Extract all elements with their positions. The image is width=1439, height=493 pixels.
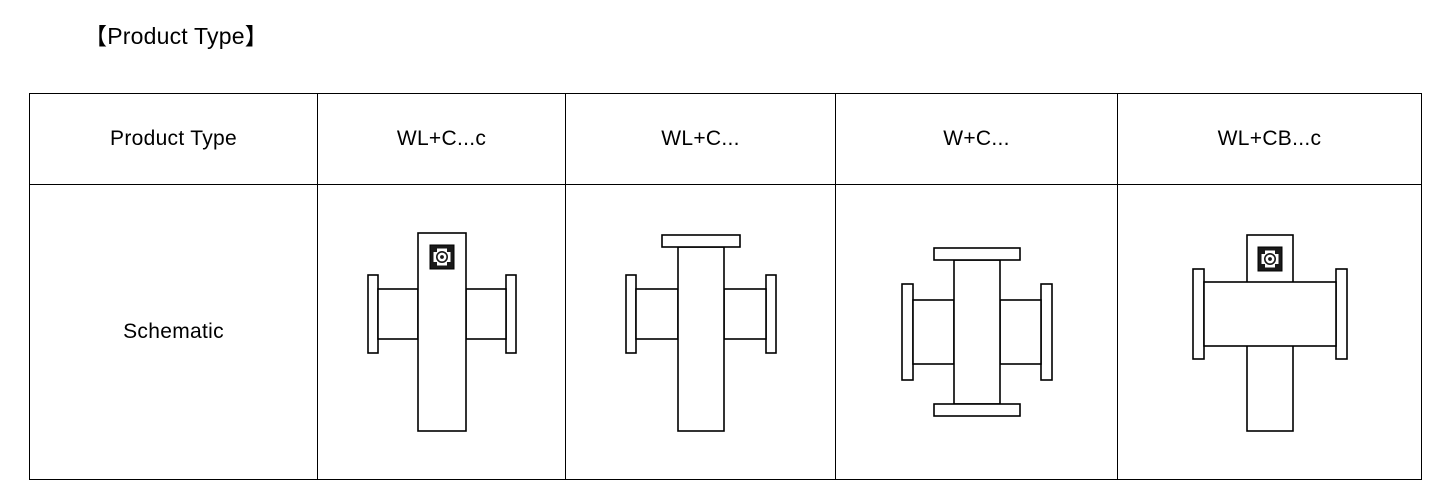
column-header-wl-c-c: WL+C...c bbox=[317, 93, 566, 185]
waveguide-tee-with-coax-connector-diagram bbox=[366, 232, 517, 432]
product-type-table: Product Type WL+C...c WL+C... W+C... WL+… bbox=[29, 93, 1422, 480]
right-arm bbox=[998, 299, 1042, 365]
waveguide-cross-with-coax-connector-wide-band-diagram bbox=[1191, 234, 1348, 432]
vertical-body bbox=[952, 259, 1001, 405]
top-flange bbox=[660, 234, 741, 248]
horizontal-band bbox=[1202, 281, 1337, 347]
right-flange bbox=[764, 274, 777, 354]
left-arm bbox=[376, 288, 419, 340]
coax-connector-icon bbox=[1257, 246, 1282, 272]
bottom-flange bbox=[932, 403, 1021, 417]
top-flange bbox=[932, 247, 1021, 261]
table-row-product-type: Product Type WL+C...c WL+C... W+C... WL+… bbox=[29, 93, 1422, 185]
column-header-wl-cb-c: WL+CB...c bbox=[1117, 93, 1422, 185]
row-header-schematic: Schematic bbox=[29, 184, 318, 480]
right-flange bbox=[1334, 268, 1348, 360]
vertical-body bbox=[676, 246, 725, 432]
column-header-w-c: W+C... bbox=[835, 93, 1118, 185]
left-arm bbox=[634, 288, 679, 340]
waveguide-cross-four-flanges-diagram bbox=[900, 247, 1053, 417]
right-arm bbox=[464, 288, 507, 340]
left-flange bbox=[1191, 268, 1205, 360]
schematic-cell-wl-c bbox=[565, 184, 836, 480]
left-flange bbox=[900, 283, 914, 381]
left-arm bbox=[911, 299, 955, 365]
schematic-cell-wl-c-c bbox=[317, 184, 566, 480]
schematic-cell-wl-cb-c bbox=[1117, 184, 1422, 480]
column-header-wl-c: WL+C... bbox=[565, 93, 836, 185]
right-arm bbox=[722, 288, 767, 340]
page-title: 【Product Type】 bbox=[84, 23, 268, 49]
left-flange bbox=[624, 274, 637, 354]
left-flange bbox=[366, 274, 379, 354]
right-flange bbox=[1039, 283, 1053, 381]
right-flange bbox=[504, 274, 517, 354]
waveguide-tee-with-top-flange-diagram bbox=[624, 234, 777, 432]
coax-connector-icon bbox=[429, 244, 454, 270]
table-row-schematic: Schematic bbox=[29, 184, 1422, 480]
row-header-product-type: Product Type bbox=[29, 93, 318, 185]
schematic-cell-w-c bbox=[835, 184, 1118, 480]
